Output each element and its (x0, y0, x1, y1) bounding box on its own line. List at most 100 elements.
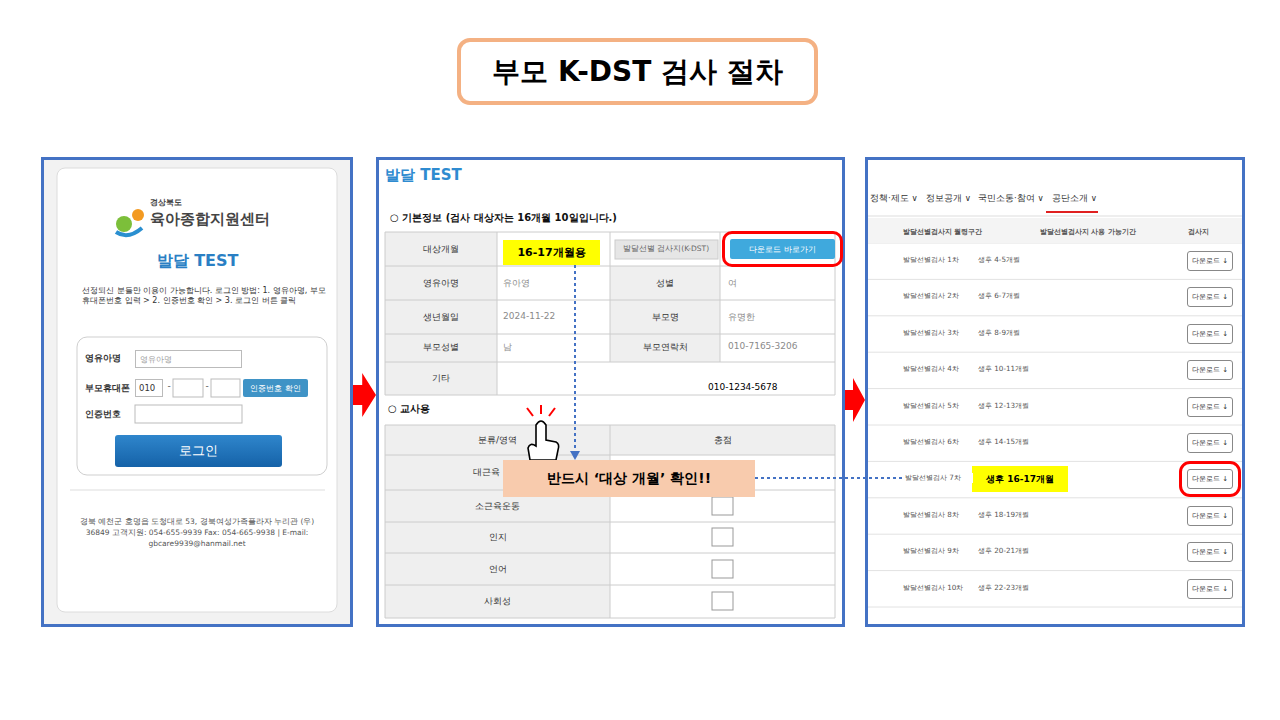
nav-rule (868, 216, 1242, 217)
connector (353, 373, 376, 417)
panel-text: 경북 예천군 호명읍 도청대로 53, 경북여성가족플라자 누리관 (우) 36… (72, 516, 322, 549)
login-panel: 경상북도육아종합지원센터발달 TEST 선정되신 분들만 이용이 가능합니다. 로… (41, 157, 353, 627)
label-text: 발달선별검사지 월령구간 (903, 227, 1013, 237)
download-button: 다운로드 ↓ (1187, 506, 1233, 526)
label-text: 총점 (610, 434, 835, 447)
label-text: 발달선별검사 3차 (903, 328, 969, 338)
download-button: 다운로드 ↓ (1187, 287, 1233, 307)
grid-line (385, 425, 386, 618)
label-text: 남 (503, 341, 603, 354)
label-text: 대근육 (430, 466, 500, 479)
label-text: 기타 (385, 372, 497, 385)
callout-note: 반드시 ‘대상 개월’ 확인!! (503, 460, 755, 497)
node-text: 16-17개월용 (517, 245, 585, 260)
grid-line (868, 570, 1242, 571)
hand-ray (549, 408, 555, 416)
label-text: 발달선별검사 8차 (903, 510, 969, 520)
dotted-leader (574, 265, 576, 451)
node-text: 다운로드 ↓ (1192, 329, 1228, 339)
label-text: 발달선별 검사지(K-DST) (612, 244, 720, 254)
label-text: 분류/영역 (385, 434, 610, 447)
grid-line (385, 395, 835, 396)
panel-ground (41, 157, 353, 627)
label-text: 인지 (385, 531, 610, 544)
test-panel: 발달 TEST○ 기본정보 (검사 대상자는 16개월 10일입니다.)○ 교사… (376, 157, 845, 627)
download-button: 다운로드 ↓ (1187, 579, 1233, 599)
arrow-head (570, 451, 580, 460)
panel-text: ○ 교사용 (388, 402, 508, 416)
pointing-hand (528, 421, 559, 460)
download-link-button: 다운로드 바로가기 (730, 239, 835, 259)
download-button: 다운로드 ↓ (1187, 469, 1233, 489)
label-text: - (165, 381, 173, 391)
label-text: 생후 14-15개월 (978, 437, 1068, 447)
node-text: 다운로드 ↓ (1192, 474, 1228, 484)
login-button: 로그인 (115, 435, 282, 467)
panel-text: ○ 기본정보 (검사 대상자는 16개월 10일입니다.) (390, 211, 720, 225)
label-text: 생후 12-13개월 (978, 401, 1068, 411)
label-text: 부모연락처 (610, 341, 720, 354)
score-checkbox (712, 528, 733, 546)
node-text: 다운로드 ↓ (1192, 511, 1228, 521)
label-text: 발달선별검사 2차 (903, 291, 969, 301)
label-text: 사회성 (385, 595, 610, 608)
panel-text: 발달 TEST (100, 251, 295, 272)
label-text: - (203, 381, 211, 391)
target-period-highlight: 생후 16-17개월 (972, 466, 1068, 492)
node-text: 인증번호 확인 (250, 383, 301, 394)
label-text: 발달선별검사 1차 (903, 255, 969, 265)
arrow-head (963, 473, 972, 483)
hand-ray (527, 408, 533, 416)
label-text: 부모명 (610, 311, 720, 324)
grid-line (868, 279, 1242, 280)
grid-line (868, 497, 1242, 498)
connector (570, 265, 580, 460)
grid-line (868, 352, 1242, 353)
connector (755, 473, 972, 483)
panel-text: 육아종합지원센터 (150, 210, 300, 229)
panel-text: 경상북도 (150, 197, 230, 208)
grid-line (720, 232, 721, 362)
download-panel: 정책·제도 ∨정보공개 ∨국민소통·참여 ∨공단소개 ∨다운로드 ↓다운로드 ↓… (865, 157, 1245, 627)
panel-text: 공단소개 ∨ (1052, 193, 1107, 205)
dotted-leader (755, 477, 963, 479)
label-text: 발달선별검사 4차 (903, 364, 969, 374)
panel-text: 선정되신 분들만 이용이 가능합니다. 로그인 방법: 1. 영유아명, 부모휴… (82, 286, 330, 306)
table-grid (385, 232, 1242, 618)
node-text: 다운로드 ↓ (1192, 584, 1228, 594)
grid-line (868, 607, 1242, 608)
node-text: 010 (139, 383, 155, 393)
grid-line (610, 425, 611, 618)
cell-fill (610, 266, 720, 362)
table-head (868, 218, 1242, 243)
panel-text: 정책·제도 ∨ (870, 193, 925, 205)
download-button: 다운로드 ↓ (1187, 397, 1233, 417)
name-input: 영유아명 (135, 350, 242, 368)
download-button: 다운로드 ↓ (1187, 542, 1233, 562)
logo-mark (132, 209, 144, 221)
nav-underline (1046, 211, 1098, 213)
cell-fill (385, 232, 497, 395)
label-text: 2024-11-22 (503, 311, 603, 321)
node-text: 다운로드 ↓ (1192, 402, 1228, 412)
panel-text: 정보공개 ∨ (926, 193, 976, 205)
label-text: 생후 18-19개월 (978, 510, 1068, 520)
phone-input (211, 379, 240, 397)
label-text: 생후 20-21개월 (978, 546, 1068, 556)
download-button: 다운로드 ↓ (1187, 324, 1233, 344)
node-text: 다운로드 ↓ (1192, 292, 1228, 302)
grid-line (610, 232, 611, 362)
label-text: 유명한 (728, 311, 828, 324)
label-text: 발달선별검사 6차 (903, 437, 969, 447)
label-text: 발달선별검사 9차 (903, 546, 969, 556)
node-text: 영유아명 (140, 354, 172, 365)
grid-line (868, 461, 1242, 462)
label-text: 010-1234-5678 (708, 382, 808, 392)
label-text: 유아영 (503, 277, 603, 290)
title-frame: 부모 K-DST 검사 절차 (457, 38, 818, 105)
label-text: 발달선별검사 5차 (903, 401, 969, 411)
grid-line (385, 232, 386, 395)
node-text: 다운로드 ↓ (1192, 365, 1228, 375)
label-text: 010-7165-3206 (728, 341, 828, 351)
